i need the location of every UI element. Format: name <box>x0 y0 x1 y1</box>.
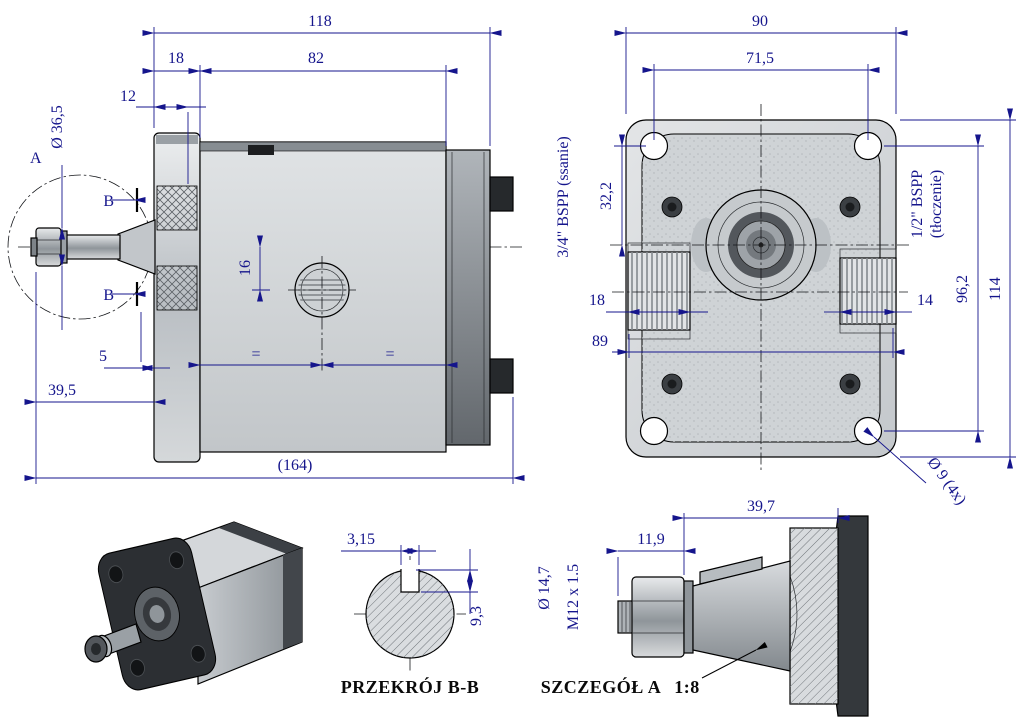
front-view: 90 71,5 3/4" BSPP (ssanie) 32,2 18 89 1/… <box>555 13 1016 508</box>
rear-port-top <box>489 176 514 212</box>
dim-equal-left: = <box>251 346 260 363</box>
side-view-dimensions: 118 18 82 12 Ø 36,5 A B B 16 <box>24 13 525 484</box>
dim-pressure-depth: 14 <box>917 292 933 309</box>
dim-flange-width: 90 <box>752 13 768 30</box>
dim-shaft-end-diameter: Ø 14,7 <box>536 566 553 610</box>
dim-keyway-width: 3,15 <box>347 531 375 548</box>
shaft-cone <box>117 219 156 275</box>
seal-section-bottom <box>156 265 198 311</box>
dim-bolt-spacing-v: 96,2 <box>954 275 971 303</box>
detail-view: 11,9 39,7 Ø 14,7 M12 x 1.5 SZCZEGÓŁ A 1:… <box>536 498 869 717</box>
isometric-view <box>84 521 304 691</box>
dim-suction-depth: 18 <box>589 292 605 309</box>
iso-rear-top <box>219 522 302 554</box>
flange-chamfer <box>156 135 198 144</box>
hex-nut <box>631 576 685 658</box>
dim-thread-spec: M12 x 1.5 <box>565 564 582 630</box>
section-caption: PRZEKRÓJ B-B <box>341 676 480 697</box>
pressure-port-label-line1: 1/2" BSPP <box>909 170 926 238</box>
dim-flange-thickness: 18 <box>168 50 184 67</box>
dim-bolt-hole-diameter: Ø 9 (4x) <box>924 454 970 508</box>
rear-port-bottom <box>489 358 514 394</box>
shaft <box>61 234 121 260</box>
shaft-tip <box>30 237 38 257</box>
iso-front-flange <box>97 537 217 691</box>
dim-overall-top: 118 <box>308 13 331 30</box>
rear-cover <box>445 149 491 446</box>
dim-shaft-diameter: Ø 36,5 <box>49 105 66 149</box>
bolt-hole-bottom-left <box>639 416 669 446</box>
side-view: 118 18 82 12 Ø 36,5 A B B 16 <box>7 13 525 484</box>
front-view-dimensions: 90 71,5 3/4" BSPP (ssanie) 32,2 18 89 1/… <box>555 13 1016 508</box>
shaft-key <box>699 556 763 585</box>
detail-caption: SZCZEGÓŁ A <box>541 676 662 697</box>
pressure-port-label-line2: (tłoczenie) <box>928 170 945 238</box>
keyway-cut <box>401 560 419 592</box>
detail-scale: 1:8 <box>674 677 700 697</box>
suction-port-label: 3/4" BSPP (ssanie) <box>555 136 572 258</box>
section-view-dimensions: 3,15 9,3 <box>341 531 485 626</box>
keyway-outline <box>400 569 420 593</box>
washer <box>683 580 694 654</box>
dim-shaft-taper-length: 39,7 <box>747 498 775 515</box>
dim-equal-right: = <box>385 346 394 363</box>
seal-section-top <box>156 185 198 231</box>
body-top-edge <box>199 141 447 152</box>
dim-shaft-length: 39,5 <box>48 382 76 399</box>
dim-port-span: 89 <box>592 333 608 350</box>
brand-mark <box>248 145 274 155</box>
detail-leader-arrow <box>701 642 768 679</box>
dim-center-offset: 32,2 <box>598 182 615 210</box>
detail-view-dimensions: 11,9 39,7 Ø 14,7 M12 x 1.5 <box>536 498 850 630</box>
iso-rear-side <box>283 548 302 649</box>
dim-keyway-depth: 9,3 <box>468 606 485 626</box>
dim-body-length: 82 <box>308 50 324 67</box>
dim-flange-height: 114 <box>987 277 1004 300</box>
shaft-nut <box>35 227 62 267</box>
bore-profile <box>789 575 798 653</box>
dim-overall-length: (164) <box>278 457 313 474</box>
section-b-label-top: B <box>103 193 114 210</box>
dim-seal-gap: 5 <box>99 348 107 365</box>
detail-a-label: A <box>30 150 42 167</box>
dim-pilot: 12 <box>120 88 136 105</box>
dim-thread-length: 11,9 <box>637 531 664 548</box>
dim-bolt-spacing-h: 71,5 <box>746 50 774 67</box>
dim-port-offset: 16 <box>237 260 254 276</box>
face-holes <box>661 196 861 395</box>
section-view: 3,15 9,3 PRZEKRÓJ B-B <box>341 531 485 697</box>
section-b-label-bottom: B <box>103 287 114 304</box>
